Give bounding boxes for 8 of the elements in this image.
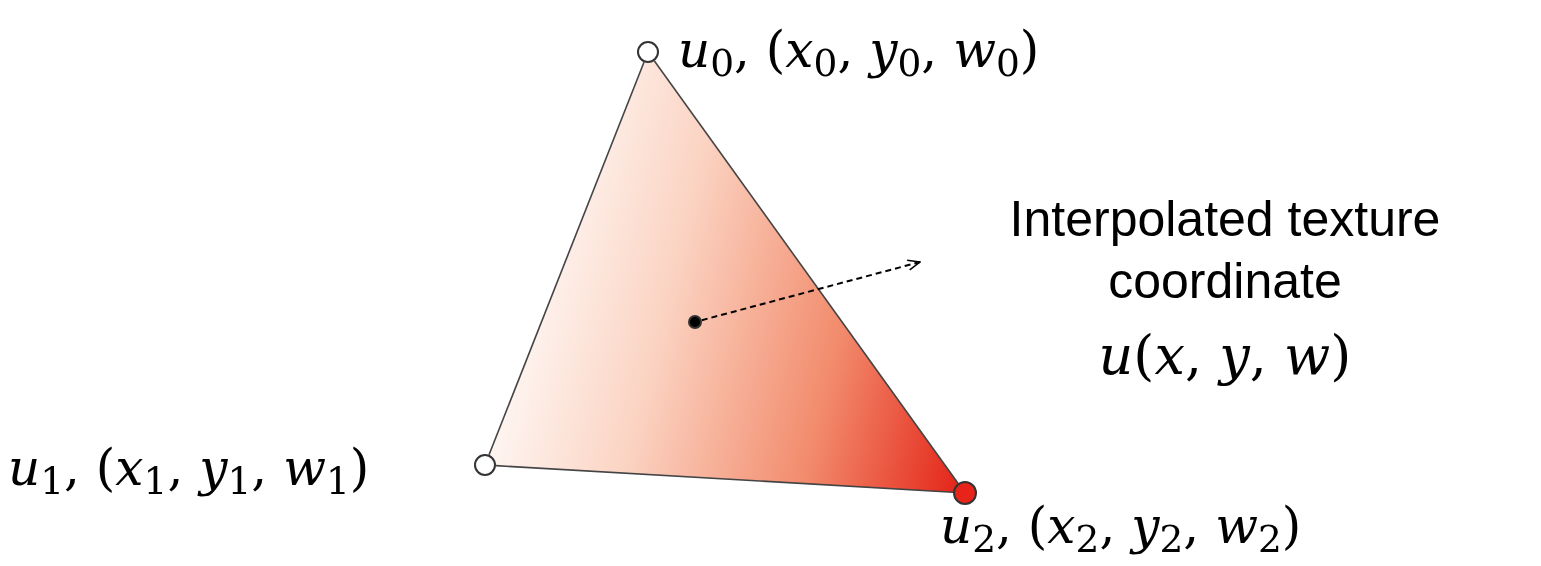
triangle-edge <box>495 464 954 494</box>
formula-text: u(x, y, w) <box>1098 324 1352 388</box>
vertex-label: u$_{0}$, (x$_{0}$, y$_{0}$, w$_{0}$) <box>678 20 1040 80</box>
vertex-label: u$_{1}$, (x$_{1}$, y$_{1}$, w$_{1}$) <box>8 438 370 498</box>
vertex-label: u$_{2}$, (x$_{2}$, y$_{2}$, w$_{2}$) <box>940 496 1302 556</box>
annotation-text: Interpolated texture coordinate <box>1008 190 1442 311</box>
triangle-edge <box>488 61 645 456</box>
dashed-arrow <box>700 259 921 322</box>
